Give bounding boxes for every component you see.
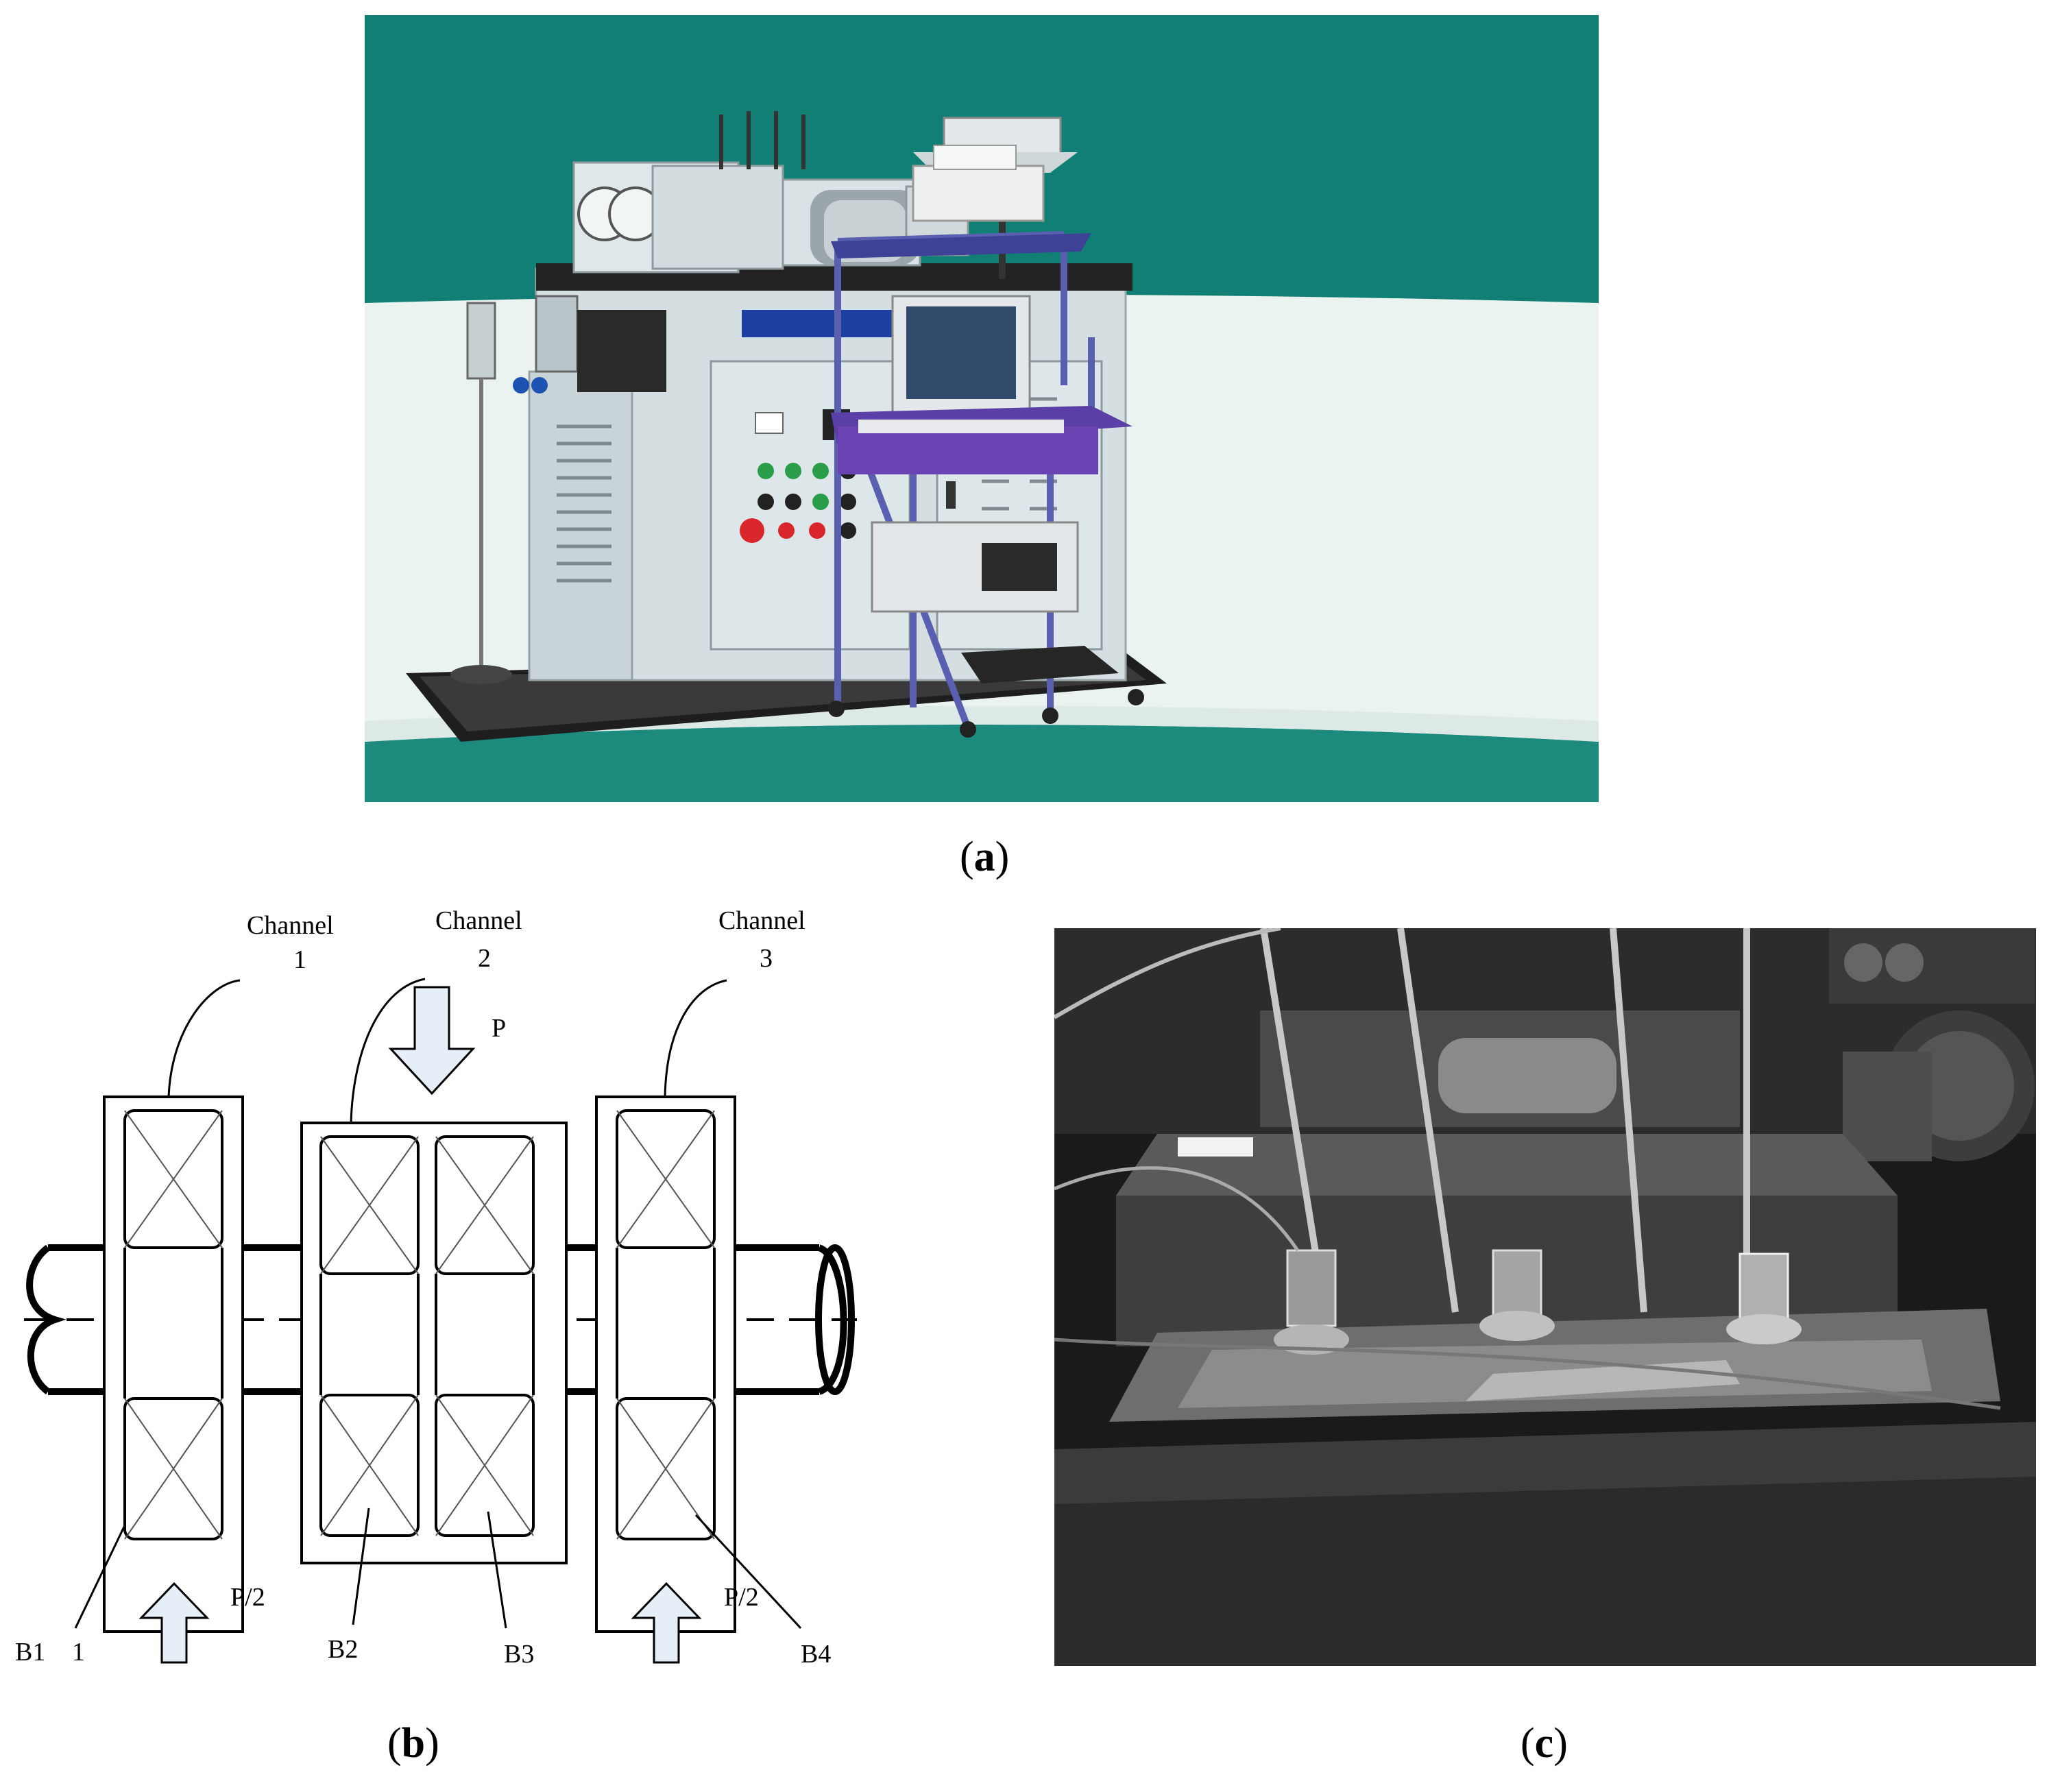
- panel-a-caption-close: ): [995, 834, 1010, 880]
- channel-3-label-num: 3: [760, 944, 773, 973]
- bearing-b4-label: B4: [801, 1640, 831, 1669]
- bearing-schematic: Channel 1 Channel 2 Channel 3 P P/2 P/2 …: [0, 891, 891, 1700]
- load-p-label: P: [492, 1014, 506, 1043]
- bearing-b2-label: B2: [328, 1635, 358, 1664]
- photo-sensor-setup: [1054, 928, 2036, 1666]
- panel-b-caption-letter: b: [401, 1720, 426, 1767]
- panel-b-caption: (b): [387, 1719, 439, 1768]
- panel-a-caption: (a): [960, 833, 1009, 882]
- load-arrow-half-right: [631, 1582, 702, 1664]
- panel-c-caption: (c): [1521, 1719, 1568, 1768]
- panel-a-caption-letter: a: [973, 834, 995, 880]
- photo-test-machine: [365, 15, 1599, 802]
- channel-2-label-num: 2: [478, 944, 491, 973]
- panel-c-caption-close: ): [1553, 1720, 1568, 1767]
- bearing-b3-label: B3: [504, 1640, 534, 1669]
- bearing-b1-label: B1: [15, 1638, 45, 1667]
- load-half-left-label: P/2: [230, 1583, 265, 1612]
- load-half-right-label: P/2: [724, 1583, 759, 1612]
- channel-3-label-word: Channel: [718, 906, 806, 935]
- panel-b-caption-close: ): [425, 1720, 439, 1767]
- load-arrow-half-left: [138, 1582, 210, 1664]
- panel-a-caption-open: (: [960, 834, 974, 880]
- channel-1-label-num: 1: [293, 945, 306, 974]
- load-arrow-p: [388, 986, 476, 1095]
- channel-2-label-word: Channel: [435, 906, 522, 935]
- bearing-b1-extra-label: 1: [72, 1638, 85, 1667]
- panel-c-caption-letter: c: [1534, 1720, 1554, 1767]
- channel-1-label-word: Channel: [247, 911, 334, 940]
- panel-c-caption-open: (: [1521, 1720, 1535, 1767]
- panel-b-caption-open: (: [387, 1720, 402, 1767]
